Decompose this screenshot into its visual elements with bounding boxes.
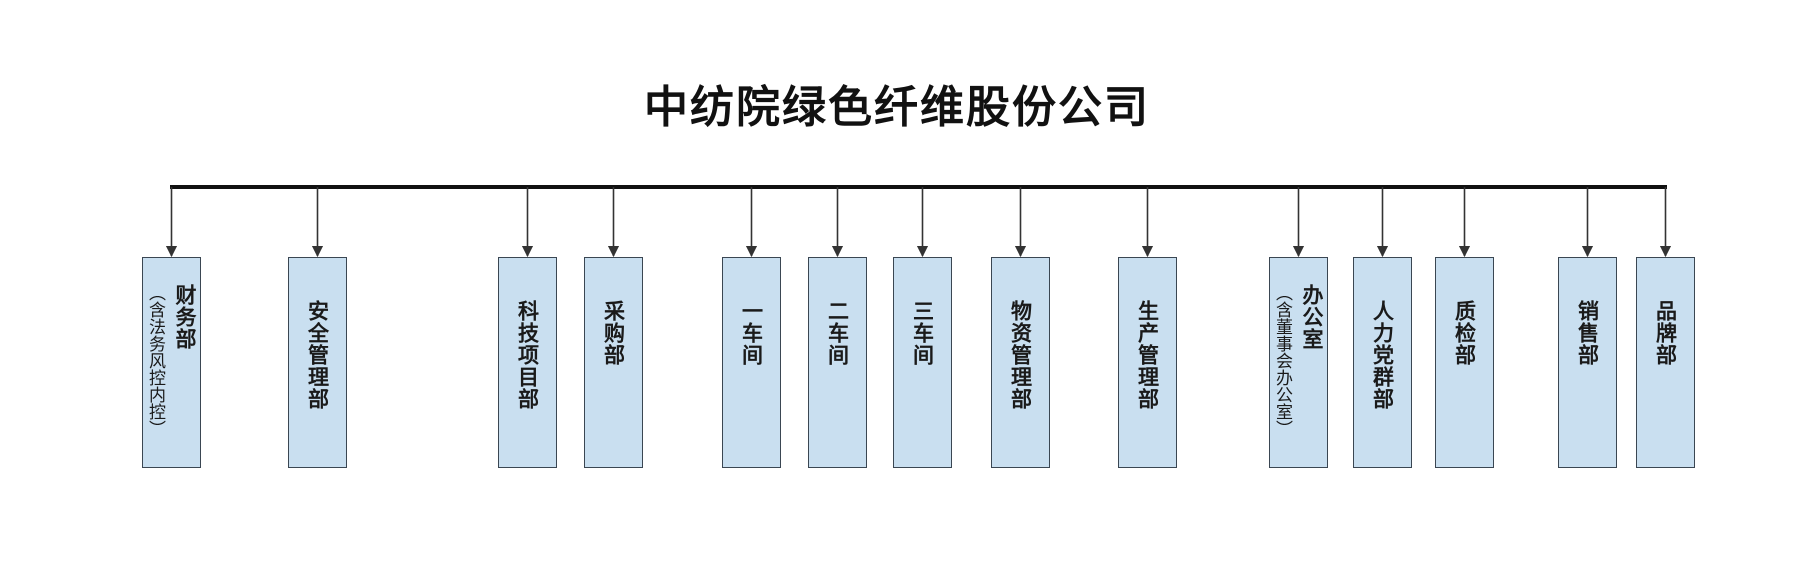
department-box-workshop-1: 一车间	[722, 257, 781, 468]
department-name: 三车间	[910, 300, 935, 366]
org-chart-title: 中纺院绿色纤维股份公司	[644, 82, 1150, 133]
department-name: 财务部	[173, 284, 197, 350]
department-name: 品牌部	[1653, 300, 1678, 366]
department-note: （含法务风控内控）	[145, 284, 165, 437]
department-name: 办公室	[1300, 284, 1324, 350]
department-box-brand: 品牌部	[1636, 257, 1695, 468]
department-name: 生产管理部	[1135, 300, 1160, 410]
department-box-sales: 销售部	[1558, 257, 1617, 468]
department-box-quality: 质检部	[1435, 257, 1494, 468]
department-box-workshop-3: 三车间	[893, 257, 952, 468]
department-box-production: 生产管理部	[1118, 257, 1177, 468]
department-box-office: 办公室 （含董事会办公室）	[1269, 257, 1328, 468]
department-box-materials: 物资管理部	[991, 257, 1050, 468]
department-name: 物资管理部	[1008, 300, 1033, 410]
department-box-safety: 安全管理部	[288, 257, 347, 468]
department-name: 质检部	[1452, 300, 1477, 366]
department-name: 安全管理部	[305, 300, 330, 410]
department-name: 人力党群部	[1370, 300, 1395, 410]
department-name: 一车间	[739, 300, 764, 366]
department-box-workshop-2: 二车间	[808, 257, 867, 468]
department-box-finance: 财务部 （含法务风控内控）	[142, 257, 201, 468]
department-name: 采购部	[601, 300, 626, 366]
department-box-tech-projects: 科技项目部	[498, 257, 557, 468]
department-box-procurement: 采购部	[584, 257, 643, 468]
drop-lines	[165, 187, 1672, 258]
department-name: 销售部	[1575, 300, 1600, 366]
department-box-hr-party: 人力党群部	[1353, 257, 1412, 468]
department-name: 科技项目部	[515, 300, 540, 410]
department-name: 二车间	[825, 300, 850, 366]
department-note: （含董事会办公室）	[1272, 284, 1292, 437]
